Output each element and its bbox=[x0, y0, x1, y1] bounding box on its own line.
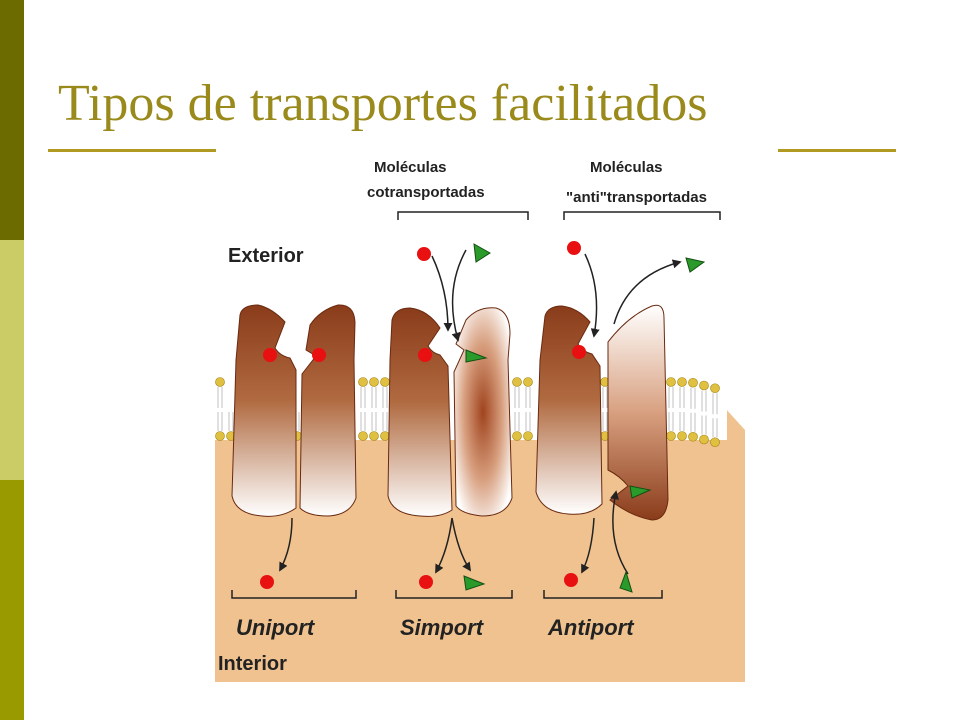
lipid-head bbox=[677, 431, 687, 441]
arrow-antiport-red-out bbox=[581, 517, 595, 574]
label-cotransported-line2: cotransportadas bbox=[367, 184, 485, 201]
sidebar-segment-top bbox=[0, 0, 24, 240]
label-interior: Interior bbox=[218, 653, 287, 675]
bracket-uniport bbox=[231, 590, 357, 599]
lipid-head bbox=[666, 431, 676, 441]
green-molecule-antiport-exterior bbox=[685, 257, 706, 273]
simport-protein-left bbox=[387, 307, 453, 517]
red-ion-uniport-right bbox=[312, 348, 326, 362]
arrow-simport-red-out bbox=[435, 517, 453, 574]
label-antitransported-line1: Moléculas bbox=[590, 159, 663, 176]
green-molecule-antiport-bound bbox=[629, 485, 652, 499]
green-molecule-antiport-interior bbox=[619, 570, 633, 593]
green-molecule-simport-bound bbox=[465, 349, 488, 363]
arrow-simport-red-in bbox=[431, 255, 453, 332]
simport-protein-right bbox=[453, 307, 513, 517]
red-ion-simport-exterior bbox=[417, 247, 431, 261]
bracket-antitransported bbox=[563, 211, 721, 220]
lipid-head bbox=[523, 431, 533, 441]
red-ion-antiport-exterior bbox=[567, 241, 581, 255]
lipid-head bbox=[666, 377, 676, 387]
lipid-head bbox=[710, 383, 720, 394]
red-ion-antiport-interior bbox=[564, 573, 578, 587]
lipid-head bbox=[688, 377, 698, 388]
green-molecule-simport-exterior bbox=[473, 243, 491, 263]
arrow-antiport-green-out bbox=[613, 259, 682, 325]
arrow-simport-green-in bbox=[451, 249, 467, 342]
antiport-protein-right bbox=[607, 304, 669, 521]
antiport-protein-left bbox=[535, 305, 603, 515]
lipid-head bbox=[677, 377, 687, 387]
lipid-head bbox=[215, 431, 225, 441]
lipid-head bbox=[380, 377, 390, 387]
lipid-head bbox=[358, 377, 368, 387]
title-underline-right bbox=[778, 149, 896, 152]
red-ion-simport-interior bbox=[419, 575, 433, 589]
label-antitransported-line2: "anti"transportadas bbox=[566, 189, 707, 206]
uniport-protein-right bbox=[299, 304, 357, 517]
lipid-head bbox=[369, 431, 379, 441]
lipid-head bbox=[699, 380, 709, 391]
lipid-head bbox=[512, 431, 522, 441]
green-molecule-simport-interior bbox=[463, 575, 486, 591]
arrow-antiport-green-in bbox=[610, 490, 629, 575]
arrow-uniport-down bbox=[279, 517, 293, 572]
lipid-head bbox=[380, 431, 390, 441]
lipid-head bbox=[369, 377, 379, 387]
label-uniport: Uniport bbox=[236, 615, 316, 640]
lipid-head bbox=[710, 437, 720, 448]
red-ion-simport-bound bbox=[418, 348, 432, 362]
red-ion-antiport-bound bbox=[572, 345, 586, 359]
bracket-simport bbox=[395, 590, 513, 599]
facilitated-transport-diagram: Moléculas cotransportadas Moléculas "ant… bbox=[215, 159, 745, 682]
lipid-head bbox=[523, 377, 533, 387]
lipid-head bbox=[358, 431, 368, 441]
arrow-simport-green-out bbox=[451, 517, 471, 572]
title-underline-left bbox=[48, 149, 216, 152]
lipid-head bbox=[215, 377, 225, 387]
lipid-head bbox=[512, 377, 522, 387]
arrow-antiport-red-in bbox=[584, 253, 600, 338]
lipid-head bbox=[688, 431, 698, 442]
sidebar-segment-bottom bbox=[0, 480, 24, 720]
lipid-head bbox=[699, 434, 709, 445]
sidebar-segment-middle bbox=[0, 240, 24, 480]
red-ion-uniport-left bbox=[263, 348, 277, 362]
label-cotransported-line1: Moléculas bbox=[374, 159, 447, 176]
slide-title: Tipos de transportes facilitados bbox=[58, 75, 708, 132]
uniport-protein-left bbox=[231, 304, 297, 517]
label-antiport: Antiport bbox=[547, 615, 635, 640]
bracket-antiport bbox=[543, 590, 663, 599]
label-exterior: Exterior bbox=[228, 245, 304, 267]
red-ion-uniport-interior bbox=[260, 575, 274, 589]
label-simport: Simport bbox=[400, 615, 485, 640]
bracket-cotransported bbox=[397, 211, 529, 220]
